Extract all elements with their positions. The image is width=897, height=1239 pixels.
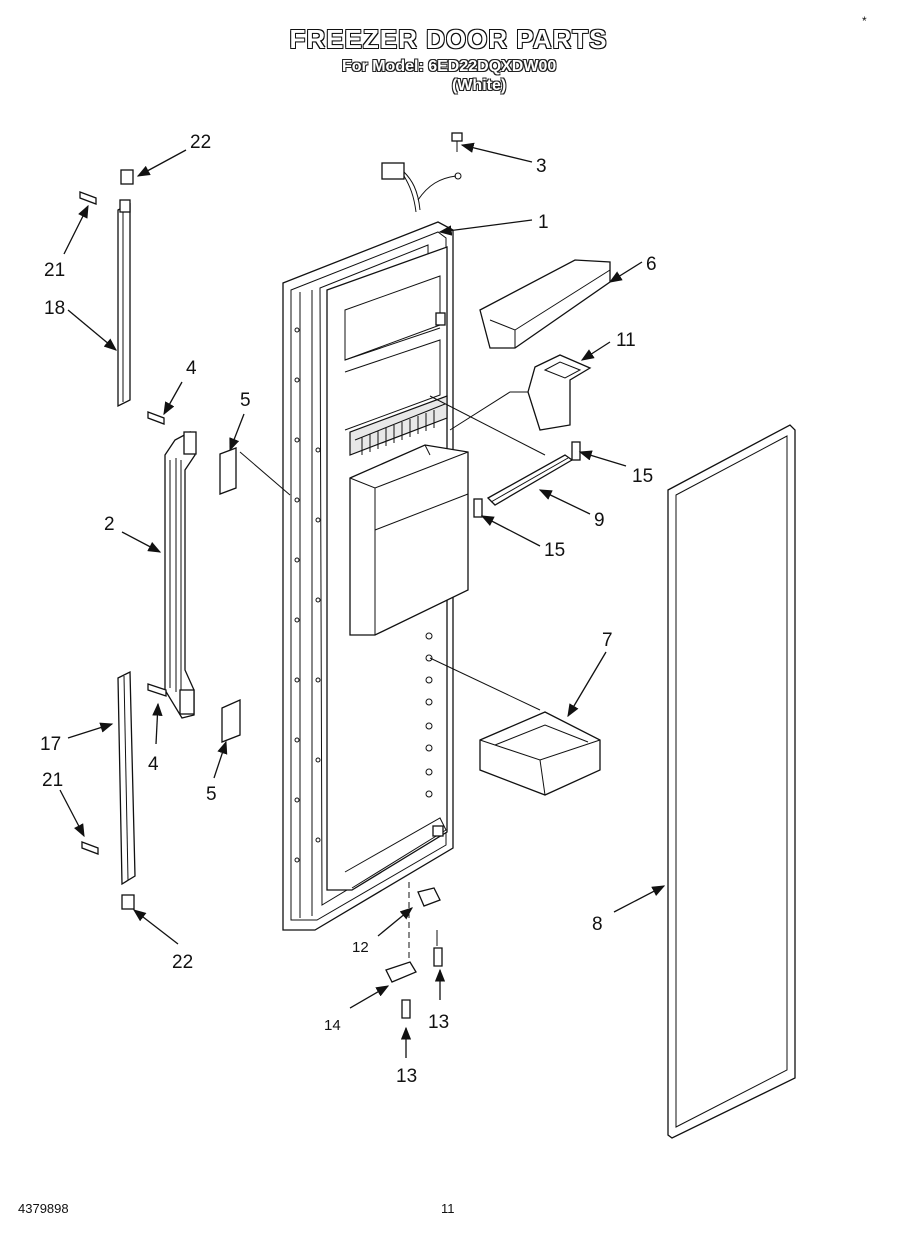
callout-2: 2 bbox=[104, 514, 115, 535]
handle-trim-upper bbox=[117, 169, 134, 408]
callout-3: 3 bbox=[536, 156, 547, 177]
hinge-block-part-14 bbox=[385, 961, 417, 983]
screw-part-4-lower bbox=[147, 683, 167, 697]
leader-lines bbox=[59, 142, 666, 1058]
callout-1: 1 bbox=[538, 212, 549, 233]
callout-17: 17 bbox=[40, 734, 61, 755]
ice-chute-part-11 bbox=[527, 354, 592, 431]
callout-6: 6 bbox=[646, 254, 657, 275]
callout-7: 7 bbox=[602, 630, 613, 651]
callout-5-upper: 5 bbox=[240, 390, 251, 411]
callout-13-upper: 13 bbox=[428, 1012, 449, 1033]
screw-part-21-lower bbox=[81, 841, 99, 855]
door-handle bbox=[164, 431, 197, 719]
screw-part-13-lower bbox=[401, 999, 411, 1019]
clip-part-15-upper bbox=[571, 441, 581, 461]
callout-13-lower: 13 bbox=[396, 1066, 417, 1087]
callout-9: 9 bbox=[594, 510, 605, 531]
callout-15-upper: 15 bbox=[632, 466, 653, 487]
callout-4-lower: 4 bbox=[148, 754, 159, 775]
model-line: For Model: 6ED22DQXDW00 bbox=[342, 58, 557, 75]
callout-18: 18 bbox=[44, 298, 65, 319]
callout-21-lower: 21 bbox=[42, 770, 63, 791]
corner-mark: * bbox=[862, 14, 867, 28]
callout-15-lower: 15 bbox=[544, 540, 565, 561]
callout-12: 12 bbox=[352, 939, 369, 956]
color-line: (White) bbox=[452, 77, 507, 94]
page-title: FREEZER DOOR PARTS bbox=[289, 24, 608, 54]
clip-part-15-lower bbox=[473, 498, 483, 518]
door-bin-part-6 bbox=[479, 259, 611, 349]
freezer-door-panel bbox=[282, 221, 469, 931]
wire-harness bbox=[381, 162, 462, 213]
drip-tray-part-7 bbox=[479, 711, 601, 796]
hinge-part-12 bbox=[417, 887, 441, 907]
callout-22-lower: 22 bbox=[172, 952, 193, 973]
handle-trim-lower bbox=[117, 670, 136, 910]
callout-22-upper: 22 bbox=[190, 132, 211, 153]
screw-part-4-upper bbox=[147, 411, 165, 425]
page-number: 11 bbox=[441, 1201, 455, 1216]
callout-11: 11 bbox=[616, 330, 636, 351]
callout-8: 8 bbox=[592, 914, 603, 935]
screw-part-13-upper bbox=[433, 947, 443, 967]
clip-part-5-lower bbox=[221, 698, 241, 743]
clip-part-5-upper bbox=[219, 447, 237, 495]
callout-4-upper: 4 bbox=[186, 358, 197, 379]
document-number: 4379898 bbox=[18, 1201, 69, 1216]
callout-5-lower: 5 bbox=[206, 784, 217, 805]
callout-21-upper: 21 bbox=[44, 260, 65, 281]
screw-part-21-upper bbox=[79, 191, 97, 205]
rail-part-9 bbox=[486, 454, 574, 506]
callout-14: 14 bbox=[324, 1017, 341, 1034]
screw-part-3 bbox=[451, 132, 463, 152]
door-gasket-part-8 bbox=[667, 424, 796, 1139]
